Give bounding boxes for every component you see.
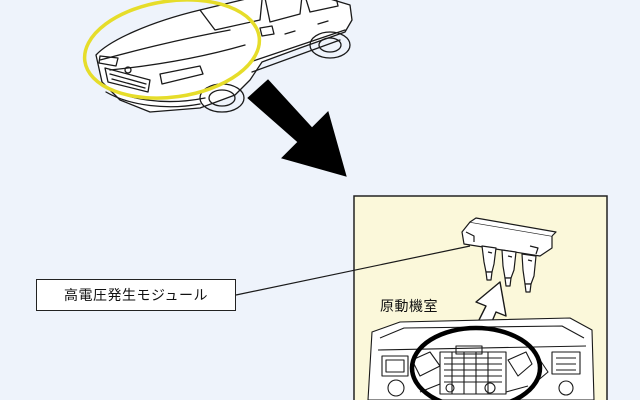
ignition-coil-icon (461, 217, 557, 293)
engine-room-label: 原動機室 (380, 299, 438, 315)
down-right-arrow-icon (247, 79, 347, 177)
module-label: 高電圧発生モジュール (63, 288, 209, 304)
engine-highlight-ring (409, 325, 543, 400)
module-label-box: 高電圧発生モジュール (36, 279, 236, 311)
leader-line (235, 245, 471, 296)
highlight-ring (82, 0, 262, 100)
